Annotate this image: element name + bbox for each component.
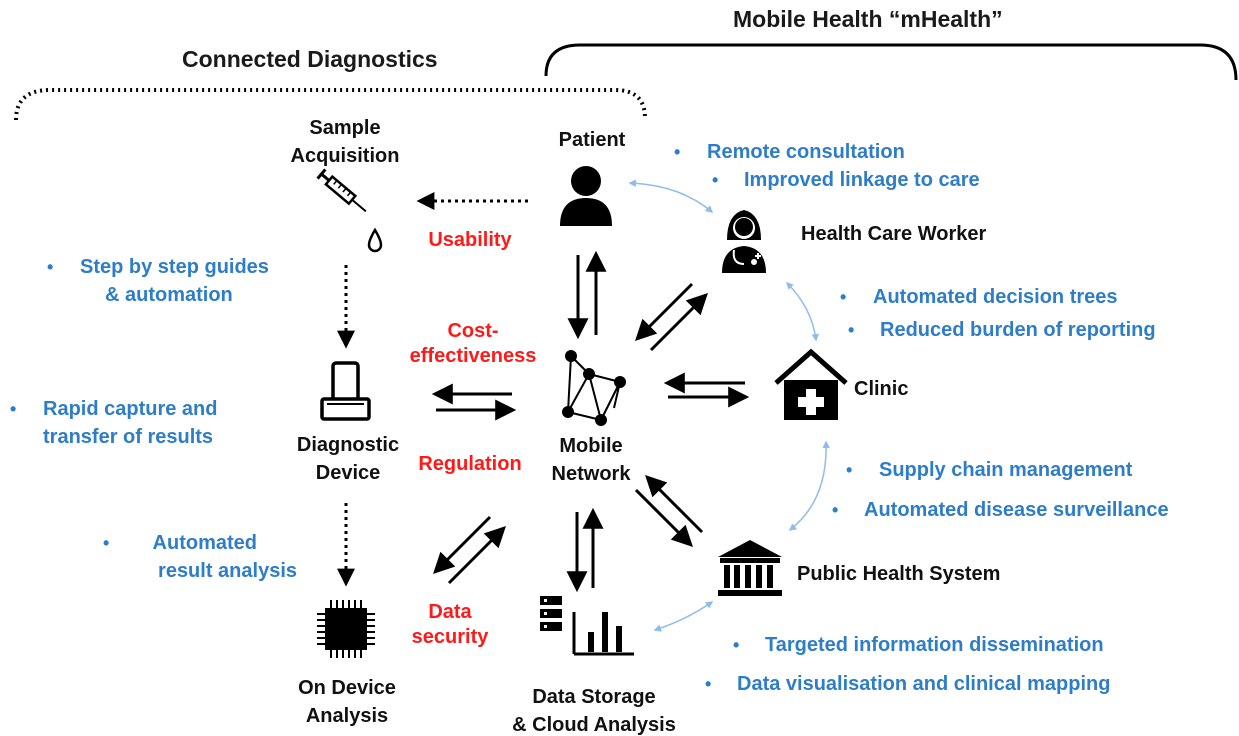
connected-diagnostics-bracket [14, 88, 647, 121]
patient-label: Patient [558, 129, 626, 151]
network-icon [562, 350, 626, 426]
usability-label: Usability [428, 229, 512, 251]
benefit-information-dissemination: Targeted information dissemination [765, 634, 1104, 656]
data-security-label: Data security [411, 601, 489, 648]
bullet-icon: • [848, 320, 855, 340]
benefit-decision-trees: Automated decision trees [873, 286, 1118, 308]
mobile-network-label: Mobile Network [551, 435, 631, 485]
on-device-analysis-label: On Device Analysis [298, 677, 396, 727]
diagnostic-device-icon [320, 361, 371, 421]
server-chart-icon [540, 596, 634, 656]
benefit-step-by-step: Step by step guides & automation [80, 256, 269, 306]
benefit-disease-surveillance: Automated disease surveillance [864, 499, 1169, 521]
public-storage-connector [653, 601, 714, 632]
clinic-network-arrows [663, 372, 750, 408]
benefit-linkage-to-care: Improved linkage to care [744, 169, 980, 191]
clinic-public-connector [788, 440, 830, 531]
benefit-supply-chain: Supply chain management [879, 459, 1133, 481]
diagnostic-device-label: Diagnostic Device [296, 434, 400, 484]
bullet-icon: • [733, 635, 740, 655]
public-health-system-label: Public Health System [797, 563, 1001, 585]
doctor-icon [722, 210, 766, 273]
bullet-icon: • [10, 399, 17, 419]
bullet-icon: • [47, 257, 54, 277]
benefit-reporting-burden: Reduced burden of reporting [880, 319, 1156, 341]
storage-network-arrows [566, 507, 604, 593]
connected-diagnostics-header: Connected Diagnostics [182, 46, 438, 72]
benefit-result-analysis: Automated result analysis [152, 532, 297, 582]
hcw-clinic-connector [785, 281, 819, 342]
health-care-worker-label: Health Care Worker [801, 223, 987, 245]
benefit-rapid-capture: Rapid capture and transfer of results [43, 398, 218, 448]
analysis-network-arrows [433, 515, 506, 585]
clinic-icon [774, 348, 848, 420]
syringe-icon [316, 168, 383, 253]
cost-effectiveness-label: Cost- effectiveness [409, 320, 537, 367]
bullet-icon: • [103, 533, 110, 553]
government-building-icon [718, 540, 782, 596]
mhealth-bracket [544, 43, 1238, 81]
patient-network-arrows [567, 250, 607, 340]
sample-acquisition-label: Sample Acquisition [290, 117, 400, 167]
data-storage-label: Data Storage & Cloud Analysis [512, 686, 676, 736]
bullet-icon: • [840, 287, 847, 307]
bullet-icon: • [674, 142, 681, 162]
bullet-icon: • [705, 674, 712, 694]
bullet-icon: • [846, 460, 853, 480]
bullet-icon: • [832, 500, 839, 520]
regulation-label: Regulation [418, 453, 522, 475]
clinic-label: Clinic [854, 378, 909, 400]
patient-hcw-connector [628, 179, 714, 213]
hcw-network-arrows [635, 282, 708, 352]
device-network-arrows [431, 383, 517, 421]
benefit-remote-consultation: Remote consultation [707, 141, 905, 163]
bullet-icon: • [712, 170, 719, 190]
mhealth-header: Mobile Health “mHealth” [733, 6, 1003, 32]
person-icon [560, 166, 612, 226]
benefit-clinical-mapping: Data visualisation and clinical mapping [737, 673, 1111, 695]
chip-icon [317, 600, 375, 658]
public-network-arrows [634, 475, 704, 547]
